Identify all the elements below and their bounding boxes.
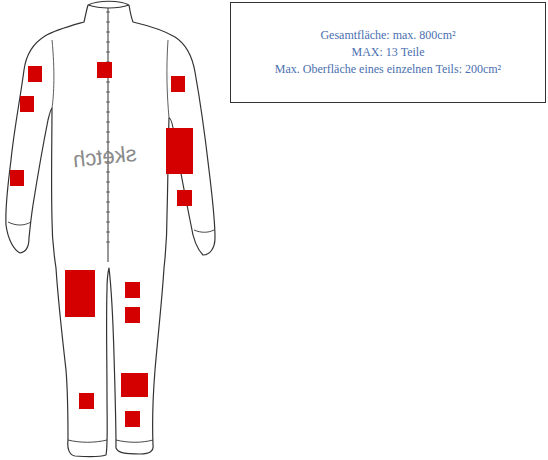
- rule-text: Max. Oberfläche eines einzelnen Teils: 2…: [275, 61, 501, 78]
- patch: [177, 190, 192, 206]
- watermark: sketch: [72, 141, 138, 174]
- patch: [65, 270, 95, 317]
- patch: [121, 373, 148, 397]
- patch: [125, 411, 140, 427]
- patch: [28, 66, 42, 82]
- patch: [166, 128, 193, 174]
- patch: [97, 62, 112, 78]
- zipper-teeth: [106, 12, 110, 242]
- patch: [125, 282, 140, 298]
- suit-outline: [6, 5, 215, 457]
- info-box: Gesamtfläche: max. 800cm²MAX: 13 TeileMa…: [230, 2, 546, 103]
- rule-text: Gesamtfläche: max. 800cm²: [320, 27, 455, 44]
- patch: [125, 307, 140, 323]
- patch: [171, 76, 185, 92]
- rule-text: MAX: 13 Teile: [352, 44, 425, 61]
- collar: [88, 1, 129, 8]
- zipper: [108, 8, 109, 262]
- patch-group: [10, 62, 193, 427]
- patch: [10, 170, 24, 186]
- shoulder-seams: [52, 40, 169, 118]
- cuffs: [8, 222, 214, 442]
- patch: [79, 393, 94, 409]
- patch: [20, 96, 34, 112]
